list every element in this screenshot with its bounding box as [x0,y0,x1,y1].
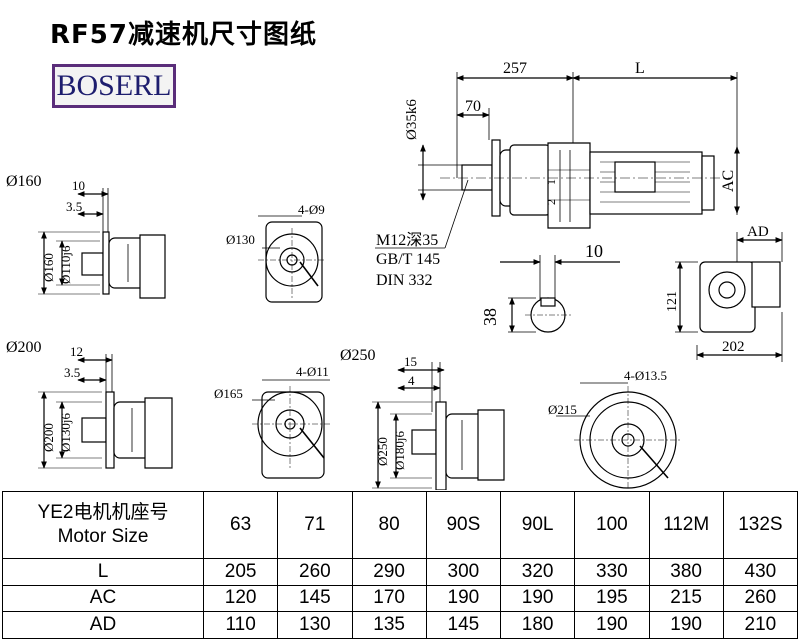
table-cell: 100 [574,491,650,559]
end-dim-202: 202 [722,339,745,355]
row-label: L [2,558,204,586]
table-cell: 130 [277,611,353,639]
table-cell: 205 [202,558,279,586]
table-cell: 145 [277,584,353,613]
flange250-dim-outer: Ø250 [375,437,390,466]
header-line-2: Motor Size [57,526,149,547]
flange200-side-view [38,354,173,469]
header-line-1: YE2电机机座号 [37,502,169,523]
flange200-dim-3-5: 3.5 [64,365,80,380]
end-dim-AD: AD [747,224,769,240]
flange160-front-view [258,215,326,303]
dim-shaft-dia: Ø35k6 [404,99,420,140]
flange160-dim-10: 10 [72,178,85,193]
dim-L: L [635,60,645,77]
key-dim-38: 38 [480,308,500,326]
table-cell: 290 [351,558,427,586]
table-row: AC 120 145 170 190 190 195 215 260 [2,584,799,613]
flange250-label: Ø250 [340,347,376,364]
flange250-front-view [556,382,682,490]
flange250-dim-4: 4 [408,373,415,388]
flange160-front-pcd: Ø130 [226,232,255,247]
table-header-row: YE2电机机座号 Motor Size 63 71 80 90S 90L 100… [2,491,799,559]
table-cell: 190 [574,611,650,639]
table-cell: 132S [722,491,799,559]
table-cell: 380 [648,558,724,586]
dim-2: 2 [544,199,558,205]
flange250-side-view [372,362,505,490]
end-view [675,232,783,362]
table-cell: 71 [277,491,353,559]
flange160-side-view [38,188,166,299]
dim-1: 1 [544,179,558,185]
table-row: AD 110 130 135 145 180 190 190 210 [2,611,799,639]
table-cell: 215 [648,584,724,613]
table-cell: 112M [648,491,724,559]
table-cell: 90L [499,491,576,559]
dim-70: 70 [465,98,481,115]
brand-logo: BOSERL [52,64,176,108]
main-side-view [375,72,740,249]
table-cell: 90S [425,491,502,559]
flange250-front-holes: 4-Ø13.5 [624,368,667,383]
flange200-dim-12: 12 [70,344,83,359]
table-row: L 205 260 290 300 320 330 380 430 [2,558,799,586]
motor-size-table: YE2电机机座号 Motor Size 63 71 80 90S 90L 100… [2,491,799,639]
table-cell: 210 [722,611,799,639]
row-label: AC [2,584,204,613]
table-cell: 320 [499,558,576,586]
flange200-front-pcd: Ø165 [214,386,243,401]
thread-note-1: M12深35 [376,231,438,249]
table-cell: 330 [574,558,650,586]
table-cell: 120 [202,584,279,613]
table-cell: 110 [202,611,279,639]
table-cell: 190 [499,584,576,613]
flange160-dim-outer: Ø160 [41,253,56,282]
table-cell: 300 [425,558,502,586]
flange200-front-holes: 4-Ø11 [296,364,329,379]
flange160-label: Ø160 [6,173,42,190]
technical-drawing: 257 L 70 Ø35k6 AC 1 2 M12深35 GB/T 145 DI… [6,60,783,490]
flange200-label: Ø200 [6,339,42,356]
table-cell: 190 [425,584,502,613]
table-cell: 135 [351,611,427,639]
flange250-dim-15: 15 [404,354,417,369]
table-cell: 430 [722,558,799,586]
thread-note-2: GB/T 145 [376,251,440,268]
flange160-front-holes: 4-Ø9 [298,202,325,217]
dim-257: 257 [503,60,527,77]
flange250-front-pcd: Ø215 [548,402,577,417]
flange200-front-view [252,379,330,479]
flange250-dim-inner: Ø180j6 [392,431,407,471]
dim-AC: AC [720,170,737,192]
row-label: AD [2,611,204,639]
end-dim-121: 121 [665,291,680,312]
flange160-dim-3-5: 3.5 [66,199,82,214]
keyway-section [500,255,620,333]
flange160-dim-inner: Ø110j6 [58,245,73,284]
flange200-dim-inner: Ø130j6 [58,413,73,453]
flange200-dim-outer: Ø200 [41,423,56,452]
table-header-label: YE2电机机座号 Motor Size [2,491,204,559]
table-cell: 260 [722,584,799,613]
table-cell: 260 [277,558,353,586]
thread-note-3: DIN 332 [376,272,432,289]
table-cell: 80 [351,491,427,559]
brand-logo-text: BOSERL [56,69,172,102]
table-cell: 145 [425,611,502,639]
key-dim-10: 10 [585,241,603,261]
page-title: RF57减速机尺寸图纸 [50,20,317,50]
table-cell: 170 [351,584,427,613]
table-cell: 190 [648,611,724,639]
table-cell: 63 [202,491,279,559]
table-cell: 180 [499,611,576,639]
table-cell: 195 [574,584,650,613]
